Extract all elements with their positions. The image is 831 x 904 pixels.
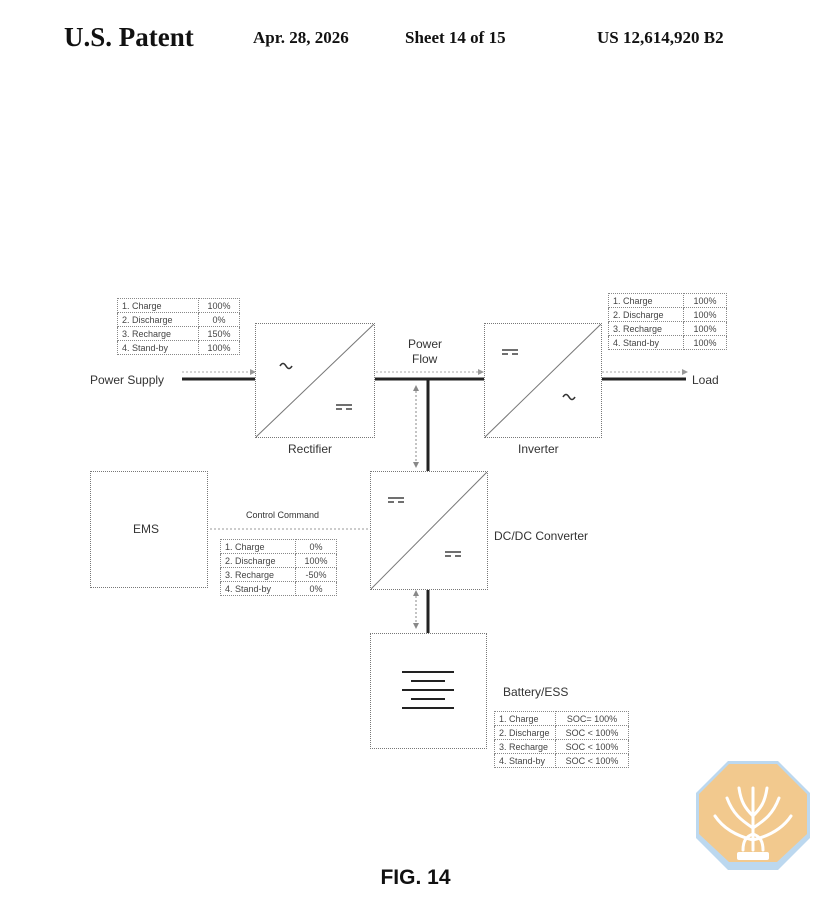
ac-wave-icon: [279, 362, 293, 370]
value-cell: 100%: [295, 553, 337, 568]
rectifier-label: Rectifier: [288, 442, 333, 456]
dc-symbol-icon: [445, 551, 461, 557]
mode-cell: 2. Discharge: [608, 307, 684, 322]
mode-cell: 3. Recharge: [117, 326, 199, 341]
table-row: 3. Recharge-50%: [220, 567, 337, 582]
dcdc-converter-block: [370, 471, 488, 590]
value-cell: 150%: [198, 326, 240, 341]
mode-cell: 1. Charge: [220, 539, 296, 554]
power-flow-label-1: Power: [408, 337, 443, 351]
load-label: Load: [692, 373, 719, 387]
mode-cell: 3. Recharge: [220, 567, 296, 582]
mode-cell: 3. Recharge: [608, 321, 684, 336]
value-cell: 100%: [683, 335, 727, 350]
value-cell: -50%: [295, 567, 337, 582]
value-cell: SOC < 100%: [555, 753, 629, 768]
mode-cell: 2. Discharge: [494, 725, 556, 740]
value-cell: 100%: [683, 293, 727, 308]
seal-tree-icon: [696, 761, 810, 870]
ems-label: EMS: [133, 522, 160, 536]
value-cell: 0%: [295, 539, 337, 554]
value-cell: SOC= 100%: [555, 711, 629, 726]
battery-symbol-icon: [402, 671, 454, 709]
battery-block: [370, 633, 487, 749]
load-arrow-head: [682, 369, 688, 375]
mode-cell: 4. Stand-by: [608, 335, 684, 350]
value-cell: SOC < 100%: [555, 739, 629, 754]
mode-cell: 1. Charge: [117, 298, 199, 313]
battery-label: Battery/ESS: [503, 685, 569, 699]
ems-block: [90, 471, 208, 588]
value-cell: SOC < 100%: [555, 725, 629, 740]
mode-cell: 1. Charge: [494, 711, 556, 726]
value-cell: 100%: [683, 307, 727, 322]
dc-symbol-icon: [502, 349, 518, 355]
dc-symbol-icon: [388, 497, 404, 503]
mode-cell: 4. Stand-by: [220, 581, 296, 596]
value-cell: 100%: [683, 321, 727, 336]
mode-cell: 4. Stand-by: [494, 753, 556, 768]
mode-cell: 2. Discharge: [220, 553, 296, 568]
sheet-number: Sheet 14 of 15: [405, 28, 506, 47]
mode-cell: 3. Recharge: [494, 739, 556, 754]
mode-cell: 4. Stand-by: [117, 340, 199, 355]
dc-symbol-icon: [336, 404, 352, 410]
patent-label: U.S. Patent: [64, 22, 194, 52]
ac-wave-icon: [562, 393, 576, 401]
rectifier-block: [255, 323, 375, 438]
power-supply-arrow-head: [250, 369, 256, 375]
value-cell: 0%: [198, 312, 240, 327]
power-flow-arrow-head: [478, 369, 484, 375]
power-flow-label-2: Flow: [412, 352, 438, 366]
inverter-label: Inverter: [518, 442, 559, 456]
control-command-label: Control Command: [246, 510, 320, 520]
patent-number: US 12,614,920 B2: [597, 28, 724, 47]
inverter-block: [484, 323, 602, 438]
value-cell: 100%: [198, 298, 240, 313]
power-supply-label: Power Supply: [90, 373, 165, 387]
dcdc-label: DC/DC Converter: [494, 529, 589, 543]
figure-label: FIG. 14: [380, 866, 451, 889]
mode-cell: 2. Discharge: [117, 312, 199, 327]
patent-date: Apr. 28, 2026: [253, 28, 349, 47]
value-cell: 100%: [198, 340, 240, 355]
value-cell: 0%: [295, 581, 337, 596]
mode-cell: 1. Charge: [608, 293, 684, 308]
